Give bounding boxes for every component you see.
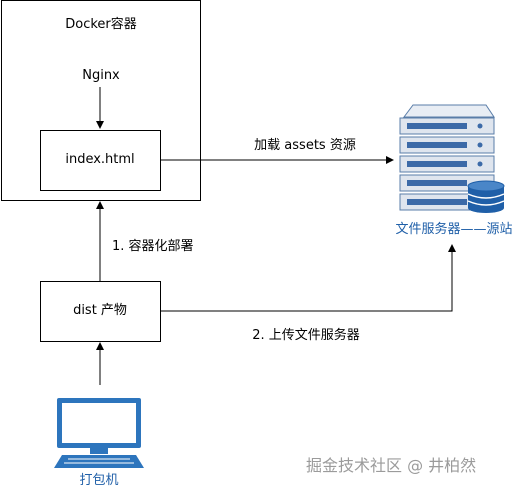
docker-container-title: Docker容器 xyxy=(65,17,137,32)
server-rack-icon xyxy=(399,104,505,213)
packer-label: 打包机 xyxy=(79,473,119,488)
upload-arrow xyxy=(161,244,456,312)
index-html-node xyxy=(40,130,161,191)
load-assets-label: 加载 assets 资源 xyxy=(254,138,356,153)
dist-label: dist 产物 xyxy=(73,303,127,318)
index-html-label: index.html xyxy=(65,152,135,167)
desktop-computer-icon xyxy=(54,398,144,468)
deploy-label: 1. 容器化部署 xyxy=(112,239,194,254)
upload-label: 2. 上传文件服务器 xyxy=(252,328,360,343)
file-server-label: 文件服务器——源站 xyxy=(395,222,513,237)
watermark-text: 掘金技术社区 @ 井柏然 xyxy=(306,456,477,475)
dist-node xyxy=(40,281,161,342)
nginx-label: Nginx xyxy=(82,68,120,83)
